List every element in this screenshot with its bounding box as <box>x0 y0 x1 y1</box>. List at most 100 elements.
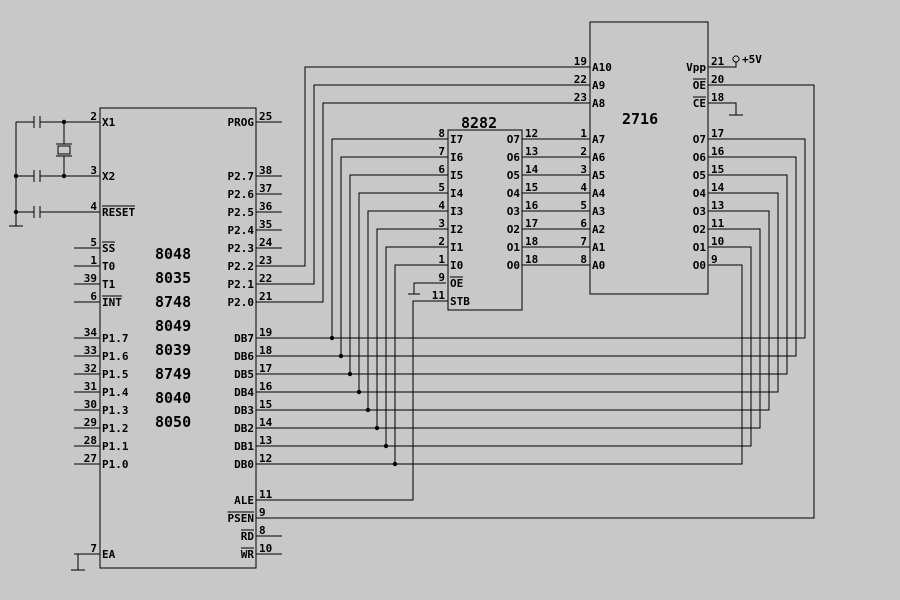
pin-number: 17 <box>259 362 272 375</box>
pin-number: 5 <box>90 236 97 249</box>
wire-db0-eprom <box>256 264 743 465</box>
pin-number: 18 <box>525 253 538 266</box>
pin-number: 33 <box>84 344 97 357</box>
pin-number: 27 <box>84 452 97 465</box>
pin-label: RD <box>241 530 255 543</box>
pin-number: 6 <box>438 163 445 176</box>
pin-number: 9 <box>438 271 445 284</box>
eprom-name: 2716 <box>622 110 658 128</box>
pin-number: 22 <box>574 73 587 86</box>
pin-label: P2.7 <box>228 170 255 183</box>
pin-number: 5 <box>438 181 445 194</box>
pin-label: SS <box>102 242 115 255</box>
junction-dot <box>365 407 371 413</box>
pin-label: I5 <box>450 169 463 182</box>
pin-number: 29 <box>84 416 97 429</box>
pin-label: A10 <box>592 61 612 74</box>
pin-label: P2.0 <box>228 296 255 309</box>
pin-number: 32 <box>84 362 97 375</box>
mcu-name: 8049 <box>155 317 191 335</box>
pin-label: OE <box>450 277 463 290</box>
pin-number: 28 <box>84 434 97 447</box>
pin-number: 16 <box>259 380 273 393</box>
pin-label: I1 <box>450 241 464 254</box>
mcu-name: 8050 <box>155 413 191 431</box>
wire-db4-latch <box>358 192 448 392</box>
pin-label: I0 <box>450 259 463 272</box>
pin-number: 3 <box>438 217 445 230</box>
pin-label: O3 <box>693 205 706 218</box>
pin-label: I7 <box>450 133 463 146</box>
pin-number: 18 <box>525 235 538 248</box>
pin-label: I6 <box>450 151 464 164</box>
pin-label: A4 <box>592 187 606 200</box>
pin-number: 23 <box>259 254 272 267</box>
wire-db3-latch <box>367 210 448 410</box>
pin-label: A8 <box>592 97 605 110</box>
pin-number: 2 <box>90 110 97 123</box>
pin-label: T0 <box>102 260 115 273</box>
pin-number: 11 <box>259 488 273 501</box>
pin-label: A9 <box>592 79 605 92</box>
pin-number: 11 <box>711 217 725 230</box>
pin-label: Vpp <box>686 61 706 74</box>
pin-number: 8 <box>259 524 266 537</box>
pin-label: A3 <box>592 205 605 218</box>
pin-number: 14 <box>525 163 539 176</box>
pin-label: O0 <box>693 259 706 272</box>
pin-label: P1.7 <box>102 332 129 345</box>
pin-label: I3 <box>450 205 463 218</box>
pin-number: 18 <box>259 344 272 357</box>
junction-dot <box>356 389 362 395</box>
wire-db3-eprom <box>256 210 770 411</box>
pin-label: EA <box>102 548 116 561</box>
wire-db5-latch <box>349 174 448 374</box>
wire-ale-stb <box>256 300 448 501</box>
pin-number: 8 <box>438 127 445 140</box>
pin-number: 21 <box>711 55 725 68</box>
pin-number: 30 <box>84 398 97 411</box>
pin-label: P1.1 <box>102 440 129 453</box>
mcu-right-pins: 25PROG38P2.737P2.636P2.535P2.424P2.323P2… <box>228 110 282 561</box>
pin-label: O6 <box>507 151 521 164</box>
pin-label: O1 <box>507 241 521 254</box>
junction-dot <box>338 353 344 359</box>
pin-number: 39 <box>84 272 97 285</box>
crystal-network <box>9 116 100 227</box>
wire-db2-latch <box>376 228 448 428</box>
pin-label: WR <box>241 548 255 561</box>
pin-label: O4 <box>507 187 521 200</box>
pin-number: 4 <box>90 200 97 213</box>
pin-label: OE <box>693 79 706 92</box>
pin-label: A5 <box>592 169 605 182</box>
junction-dot <box>329 335 335 341</box>
pin-number: 2 <box>438 235 445 248</box>
pin-number: 15 <box>525 181 538 194</box>
pin-number: 13 <box>259 434 272 447</box>
pin-label: O2 <box>507 223 520 236</box>
pin-number: 1 <box>438 253 445 266</box>
pin-number: 21 <box>259 290 273 303</box>
eprom-body <box>589 21 709 295</box>
junction-dot <box>374 425 380 431</box>
pin-label: DB4 <box>234 386 254 399</box>
pin-number: 13 <box>525 145 538 158</box>
pin-number: 4 <box>438 199 445 212</box>
pin-label: A1 <box>592 241 606 254</box>
pin-label: I2 <box>450 223 463 236</box>
pin-label: O0 <box>507 259 520 272</box>
pin-number: 12 <box>259 452 272 465</box>
pin-label: P2.3 <box>228 242 255 255</box>
mcu-name: 8748 <box>155 293 191 311</box>
pin-label: INT <box>102 296 122 309</box>
pin-number: 19 <box>574 55 587 68</box>
pin-label: RESET <box>102 206 135 219</box>
pin-label: DB7 <box>234 332 254 345</box>
latch-name: 8282 <box>461 114 497 132</box>
pin-label: O1 <box>693 241 707 254</box>
pin-label: P1.6 <box>102 350 129 363</box>
pin-number: 3 <box>90 164 97 177</box>
pin-label: DB5 <box>234 368 254 381</box>
pin-label: PROG <box>228 116 255 129</box>
